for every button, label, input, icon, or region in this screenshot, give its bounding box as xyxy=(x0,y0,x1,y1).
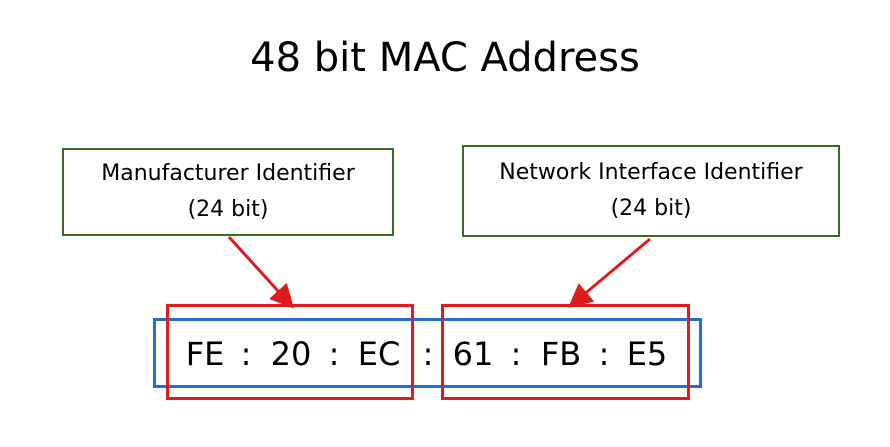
mac-separator-4: : xyxy=(510,335,522,373)
network-interface-identifier-box: Network Interface Identifier (24 bit) xyxy=(462,145,840,237)
mac-byte-6: E5 xyxy=(626,335,668,373)
manufacturer-identifier-box: Manufacturer Identifier (24 bit) xyxy=(62,148,394,236)
mac-byte-2: 20 xyxy=(270,335,312,373)
network-interface-bits-label: (24 bit) xyxy=(610,196,692,221)
mac-byte-4: 61 xyxy=(452,335,494,373)
mac-address-outer-box xyxy=(153,318,702,388)
mac-separator-1: : xyxy=(240,335,252,373)
manufacturer-arrow xyxy=(227,235,295,309)
mac-separator-2: : xyxy=(328,335,340,373)
mac-byte-1: FE xyxy=(185,335,225,373)
mac-byte-5: FB xyxy=(540,335,582,373)
diagram-title: 48 bit MAC Address xyxy=(250,35,640,81)
network-interface-arrow xyxy=(568,237,651,308)
mac-separator-5: : xyxy=(598,335,610,373)
mac-separator-3: : xyxy=(422,335,434,373)
manufacturer-identifier-label: Manufacturer Identifier xyxy=(101,161,355,186)
manufacturer-bytes-box xyxy=(166,304,414,400)
manufacturer-bits-label: (24 bit) xyxy=(187,197,269,222)
network-interface-bytes-box xyxy=(441,304,690,400)
mac-byte-3: EC xyxy=(357,335,401,373)
network-interface-identifier-label: Network Interface Identifier xyxy=(499,160,803,185)
